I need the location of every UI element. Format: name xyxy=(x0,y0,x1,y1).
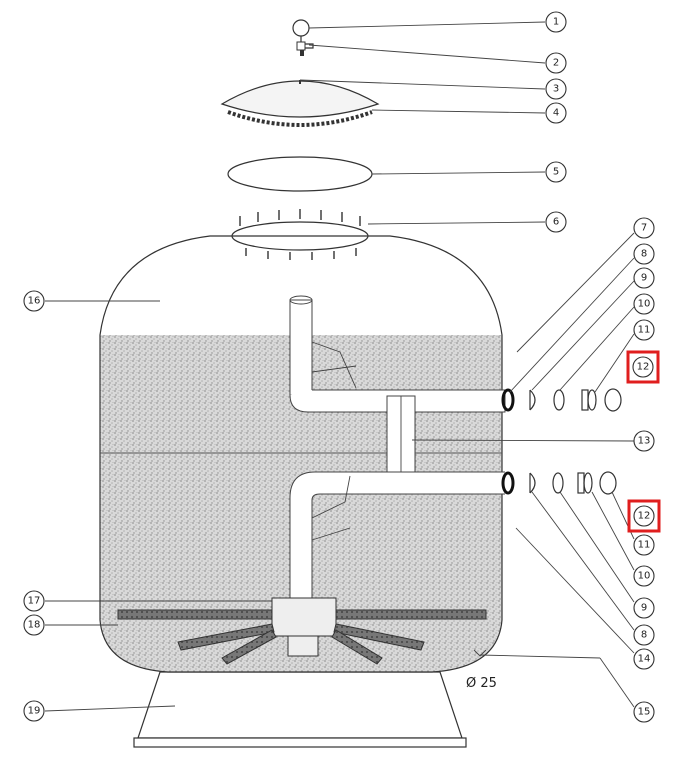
callout-7: 7 xyxy=(633,217,655,239)
svg-text:16: 16 xyxy=(28,296,41,307)
svg-text:2: 2 xyxy=(553,58,559,69)
callout-9-lower: 9 xyxy=(633,597,655,619)
callout-11-lower: 11 xyxy=(633,534,655,556)
upper-outlet-fittings xyxy=(501,388,622,412)
svg-text:8: 8 xyxy=(641,630,647,641)
callout-5: 5 xyxy=(545,161,567,183)
svg-text:12: 12 xyxy=(637,362,650,373)
callout-8-lower: 8 xyxy=(633,624,655,646)
nozzle-diameter-label: Ø 25 xyxy=(466,676,497,691)
nozzle-diameter-marker xyxy=(473,649,487,657)
svg-text:13: 13 xyxy=(638,436,651,447)
svg-text:17: 17 xyxy=(28,596,41,607)
callout-2: 2 xyxy=(545,52,567,74)
callout-10-lower: 10 xyxy=(633,565,655,587)
lower-outlet-fittings xyxy=(501,471,617,495)
callout-15: 15 xyxy=(633,701,655,723)
svg-text:9: 9 xyxy=(641,273,647,284)
svg-text:10: 10 xyxy=(638,299,651,310)
svg-text:18: 18 xyxy=(28,620,41,631)
svg-text:6: 6 xyxy=(553,217,559,228)
callout-12-upper: 12 xyxy=(626,350,660,384)
air-release-valve xyxy=(296,41,314,56)
callout-13: 13 xyxy=(633,430,655,452)
filter-lid xyxy=(220,80,380,127)
pressure-gauge xyxy=(292,19,310,42)
svg-text:11: 11 xyxy=(638,540,651,551)
svg-text:7: 7 xyxy=(641,223,647,234)
leader-lines xyxy=(44,21,635,712)
svg-text:9: 9 xyxy=(641,603,647,614)
callout-9-upper: 9 xyxy=(633,267,655,289)
callout-16: 16 xyxy=(23,290,45,312)
svg-text:11: 11 xyxy=(638,325,651,336)
svg-text:10: 10 xyxy=(638,571,651,582)
top-flange xyxy=(231,209,369,260)
callout-14: 14 xyxy=(633,648,655,670)
svg-text:14: 14 xyxy=(638,654,651,665)
svg-text:3: 3 xyxy=(553,84,559,95)
callout-10-upper: 10 xyxy=(633,293,655,315)
svg-text:1: 1 xyxy=(553,17,559,28)
highlight-box-lower xyxy=(627,499,661,533)
filter-base xyxy=(133,671,467,748)
callout-6: 6 xyxy=(545,211,567,233)
callout-11-upper: 11 xyxy=(633,319,655,341)
lateral-hub xyxy=(271,597,337,657)
svg-text:4: 4 xyxy=(553,108,559,119)
highlight-box-upper xyxy=(626,350,660,384)
lid-o-ring xyxy=(227,156,373,192)
svg-text:19: 19 xyxy=(28,706,41,717)
callout-8-upper: 8 xyxy=(633,243,655,265)
svg-text:5: 5 xyxy=(553,167,559,178)
svg-text:8: 8 xyxy=(641,249,647,260)
callout-4: 4 xyxy=(545,102,567,124)
callout-12-lower: 12 xyxy=(627,499,661,533)
svg-text:12: 12 xyxy=(638,511,651,522)
callout-17: 17 xyxy=(23,590,45,612)
callout-1: 1 xyxy=(545,11,567,33)
callout-19: 19 xyxy=(23,700,45,722)
svg-text:15: 15 xyxy=(638,707,651,718)
callout-3: 3 xyxy=(545,78,567,100)
laterals xyxy=(117,609,487,665)
callout-18: 18 xyxy=(23,614,45,636)
